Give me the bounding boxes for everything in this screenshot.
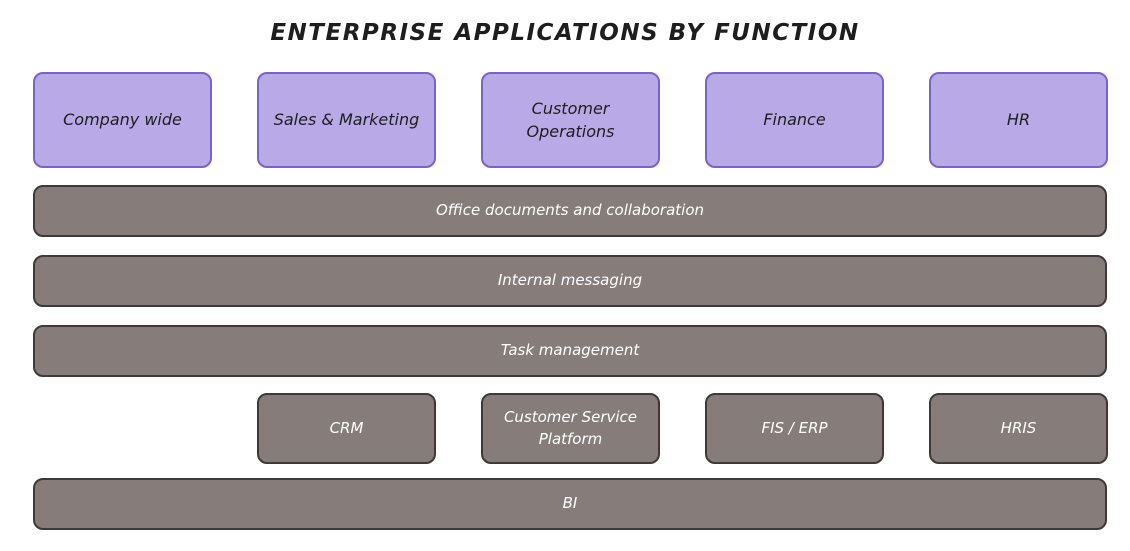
app-box-fis-erp: FIS / ERP: [705, 393, 884, 464]
function-box-company-wide: Company wide: [33, 72, 212, 168]
function-box-customer-operations: Customer Operations: [481, 72, 660, 168]
function-label: Finance: [763, 110, 826, 130]
layer-box-internal-messaging: Internal messaging: [33, 255, 1107, 307]
function-box-hr: HR: [929, 72, 1108, 168]
layer-label: Task management: [500, 341, 640, 360]
function-box-finance: Finance: [705, 72, 884, 168]
function-box-sales-marketing: Sales & Marketing: [257, 72, 436, 168]
app-label: HRIS: [1000, 418, 1037, 437]
layer-label: Internal messaging: [497, 271, 643, 290]
function-label: HR: [1006, 110, 1031, 130]
layer-label: Office documents and collaboration: [435, 201, 705, 220]
app-box-hris: HRIS: [929, 393, 1108, 464]
app-box-crm: CRM: [257, 393, 436, 464]
app-label: CRM: [329, 418, 364, 437]
layer-label: BI: [562, 494, 578, 513]
diagram-title: ENTERPRISE APPLICATIONS BY FUNCTION: [270, 20, 860, 46]
app-box-customer-service-platform: Customer Service Platform: [481, 393, 660, 464]
layer-box-task-management: Task management: [33, 325, 1107, 377]
layer-box-bi: BI: [33, 478, 1107, 530]
app-label: Customer Service Platform: [503, 407, 638, 448]
layer-box-office-documents: Office documents and collaboration: [33, 185, 1107, 237]
function-label: Company wide: [63, 110, 182, 130]
function-label: Sales & Marketing: [273, 110, 420, 130]
app-label: FIS / ERP: [761, 418, 828, 437]
function-label: Customer Operations: [526, 98, 615, 141]
